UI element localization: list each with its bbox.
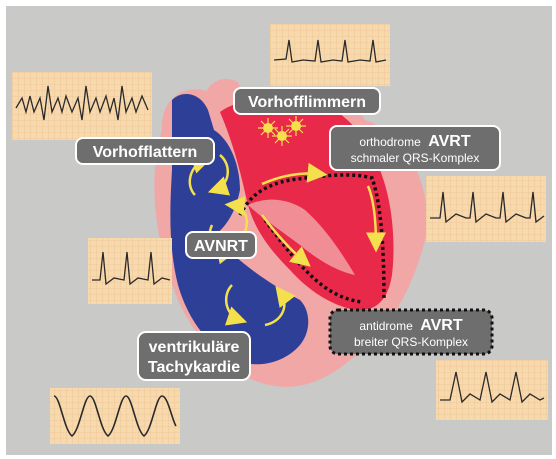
label-vt-line1: ventrikuläre bbox=[149, 339, 240, 356]
label-anti-line2: breiter QRS-Komplex bbox=[354, 335, 468, 349]
label-vorhofflattern-text: Vorhofflattern bbox=[93, 144, 198, 161]
label-ortho-line2: schmaler QRS-Komplex bbox=[351, 151, 480, 165]
label-ventricular-tachycardia: ventrikuläre Tachykardie bbox=[138, 332, 250, 380]
label-vorhofflimmern-text: Vorhofflimmern bbox=[248, 94, 366, 111]
label-avnrt: AVNRT bbox=[186, 232, 256, 258]
label-vorhofflattern: Vorhofflattern bbox=[76, 138, 214, 164]
label-anti-line1: antidrome AVRT bbox=[359, 317, 462, 334]
ecg-strip-avnrt bbox=[88, 238, 172, 304]
label-antidromic-avrt: antidrome AVRT breiter QRS-Komplex bbox=[330, 310, 492, 354]
label-avnrt-text: AVNRT bbox=[194, 238, 248, 255]
ecg-strip-orthodromic bbox=[426, 176, 546, 242]
ecg-strip-antidromic bbox=[436, 360, 548, 420]
ecg-strip-fibrillation bbox=[270, 24, 390, 86]
label-vt-line2: Tachykardie bbox=[148, 359, 240, 376]
ecg-strip-ventricular-tachycardia bbox=[50, 388, 180, 444]
label-orthodromic-avrt: orthodrome AVRT schmaler QRS-Komplex bbox=[330, 126, 500, 170]
ecg-strip-flutter bbox=[12, 72, 152, 140]
label-ortho-line1: orthodrome AVRT bbox=[359, 133, 470, 150]
label-vorhofflimmern: Vorhofflimmern bbox=[234, 88, 380, 114]
